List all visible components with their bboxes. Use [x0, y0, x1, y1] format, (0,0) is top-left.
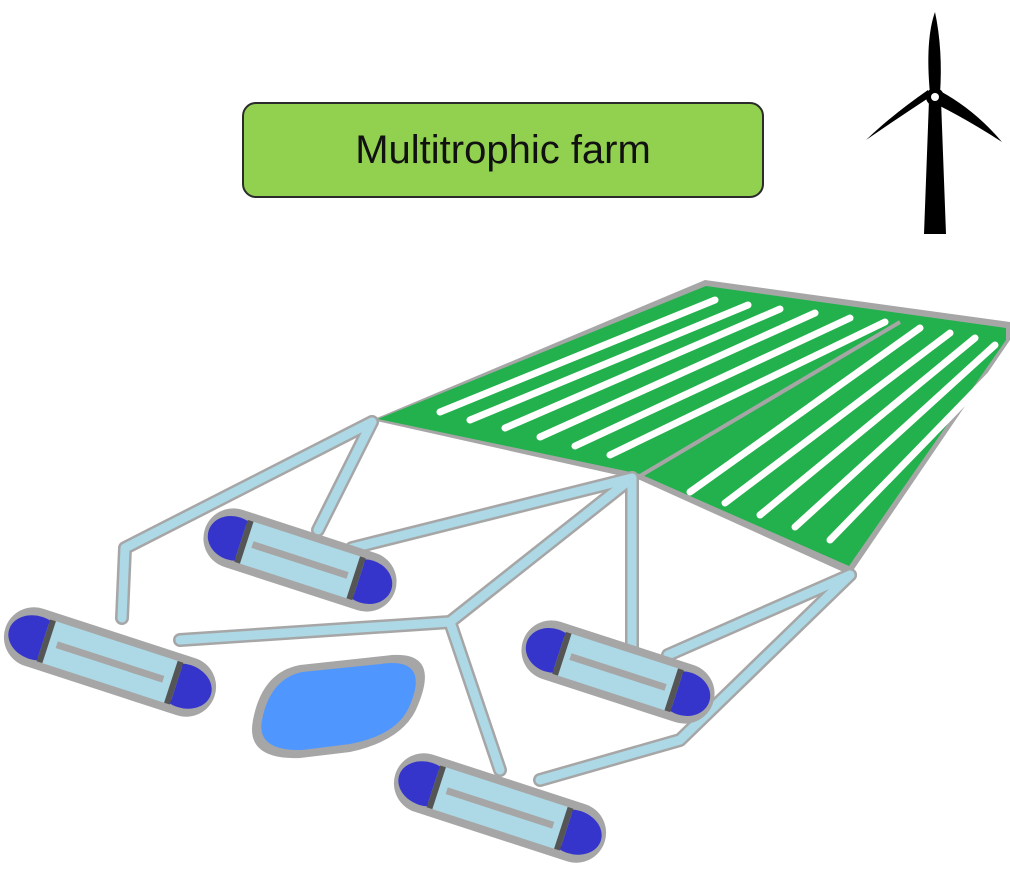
- pond-unit-4: [393, 753, 607, 863]
- field-center-divider: [638, 320, 902, 478]
- turbine-blade-top: [928, 12, 941, 94]
- raceway-divider: [251, 541, 349, 579]
- pond-unit-2: [3, 607, 217, 717]
- raceway-divider: [55, 641, 165, 683]
- turbine-blade-right: [936, 91, 1002, 142]
- field-serpentine-lines: [436, 296, 1007, 544]
- pond-unit-1: [203, 508, 397, 612]
- raceway-divider: [569, 653, 667, 691]
- reservoir-water: [261, 662, 416, 751]
- channel-network: [115, 415, 857, 787]
- paddle-left: [36, 619, 56, 664]
- turbine-hub-center: [931, 93, 939, 101]
- paddle-right: [164, 660, 184, 705]
- water-reservoir: [251, 654, 425, 759]
- paddle-left: [234, 519, 254, 564]
- turbine-blade-left: [866, 90, 930, 140]
- turbine-tower: [924, 100, 946, 234]
- crop-field: [372, 280, 1010, 575]
- title-label: Multitrophic farm: [355, 127, 651, 172]
- pond-unit-3: [521, 620, 715, 724]
- paddle-right: [664, 668, 684, 713]
- wind-turbine-icon: [866, 12, 1002, 234]
- paddle-left: [552, 631, 572, 676]
- raceway-divider: [445, 787, 555, 829]
- title-box: Multitrophic farm: [242, 102, 764, 198]
- crop-field-area: [378, 286, 1006, 566]
- paddle-right: [554, 806, 574, 851]
- paddle-left: [426, 765, 446, 810]
- paddle-right: [346, 556, 366, 601]
